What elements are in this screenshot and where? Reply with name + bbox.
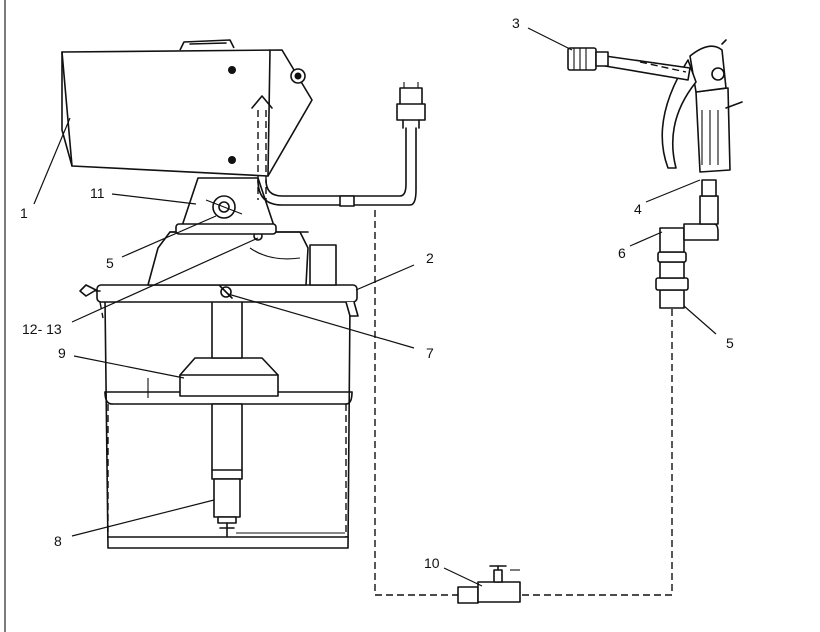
mounting-bracket — [175, 177, 277, 235]
callout-7: 7 — [426, 345, 434, 361]
callout-5-left: 5 — [106, 255, 114, 271]
callout-4: 4 — [634, 201, 642, 217]
callout-3: 3 — [512, 15, 520, 31]
callout-6: 6 — [618, 245, 626, 261]
callout-10: 10 — [424, 555, 440, 571]
distribution-line — [374, 210, 673, 596]
follower-plate — [147, 357, 279, 398]
pump-reservoir-assembly — [61, 39, 426, 549]
callout-2: 2 — [426, 250, 434, 266]
grease-gun — [567, 39, 743, 173]
callout-5-right: 5 — [726, 335, 734, 351]
callout-9: 9 — [58, 345, 66, 361]
fitting-stack — [655, 179, 719, 309]
pump-tube — [211, 299, 345, 537]
callout-1: 1 — [20, 205, 28, 221]
control-box — [61, 39, 313, 177]
callout-8: 8 — [54, 533, 62, 549]
callout-labels: 1 11 5 12- 13 9 8 2 7 10 3 4 6 5 — [20, 15, 734, 571]
callout-11: 11 — [90, 185, 105, 201]
shutoff-valve — [457, 565, 521, 604]
callout-lines — [33, 27, 717, 587]
callout-12-13: 12- 13 — [22, 321, 62, 337]
motor-dome — [147, 231, 337, 286]
supply-hose — [251, 95, 417, 207]
swivel-connector — [396, 82, 426, 129]
